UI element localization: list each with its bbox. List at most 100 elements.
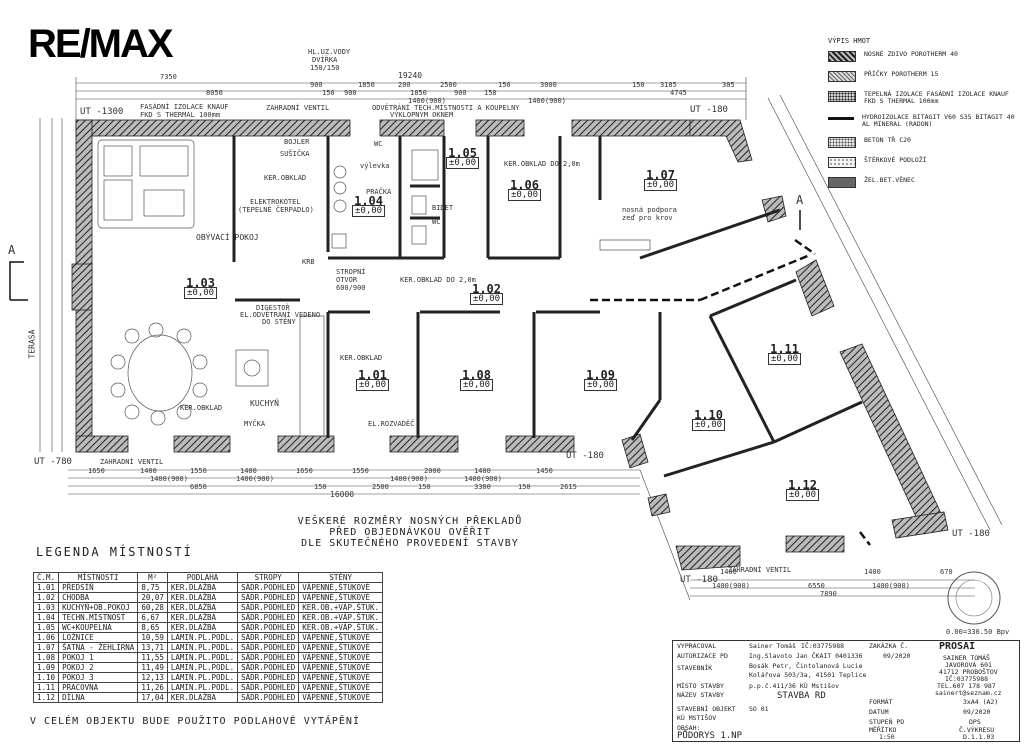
ut-level-6: UT -180 xyxy=(952,529,990,539)
legend-cell: VÁPENNÉ,ŠTUKOVÉ xyxy=(298,672,384,683)
legend-cell: SÁDR.PODHLED xyxy=(237,602,300,613)
room-1-06: 1.06±0,00 xyxy=(508,179,542,201)
dim-rb2-a: 1400(900) xyxy=(712,582,750,590)
legend-cell: 1.01 xyxy=(32,582,60,593)
materials-item: ŠTĚRKOVÉ PODLOŽÍ xyxy=(828,157,1018,168)
legend-cell: 10,59 xyxy=(137,632,168,643)
legend-cell: TECHN.MÍSTNOST xyxy=(58,612,139,623)
legend-cell: 12,13 xyxy=(137,672,168,683)
legend-cell: 8,65 xyxy=(137,622,168,633)
dim-top-j: 305 xyxy=(722,81,735,89)
legend-cell: 17,04 xyxy=(137,692,168,703)
legend-cell: LAMIN.PL.PODL. xyxy=(166,662,239,673)
dim-bot3-c: 2500 xyxy=(372,483,389,491)
legend-cell: KER.DLAŽBA xyxy=(166,582,239,593)
dim-top3-b: 1400(900) xyxy=(528,97,566,105)
dim-rb-a: 1400 xyxy=(720,568,737,576)
tb-misto-label: MÍSTO STAVBY xyxy=(677,682,724,690)
legend-title: LEGENDA MÍSTNOSTÍ xyxy=(36,545,193,559)
room-1-01: 1.01±0,00 xyxy=(356,369,390,391)
material-text: NOSNÉ ZDIVO POROTHERM 40 xyxy=(864,50,958,58)
legend-cell: LAMIN.PL.PODL. xyxy=(166,682,239,693)
legend-cell: POKOJ 3 xyxy=(58,672,139,683)
room-1-08: 1.08±0,00 xyxy=(460,369,494,391)
label-zahradni-bot: ZAHRADNÍ VENTIL xyxy=(100,458,164,466)
label-ker-obklad-2m: KER.OBKLAD DO 2,0m xyxy=(504,160,580,168)
legend-cell: KER.DLAŽBA xyxy=(166,612,239,623)
room-1-10: 1.10±0,00 xyxy=(692,409,726,431)
dim-rb-b: 1400 xyxy=(864,568,881,576)
material-swatch xyxy=(828,137,856,148)
dim-bot2-a: 1400(900) xyxy=(150,475,188,483)
title-block: VYPRACOVAL Sainer Tomáš IČ:03775988 ZAKÁ… xyxy=(672,640,1020,742)
dim-bot-d: 1400 xyxy=(240,467,257,475)
dim-top2-e: 900 xyxy=(454,89,467,97)
section-a-left: A xyxy=(8,243,16,257)
legend-cell: PRACOVNA xyxy=(58,682,139,693)
legend-cell: KER.OB.+VÁP.ŠTUK. xyxy=(298,602,384,613)
label-zahradni-top: ZAHRADNÍ VENTIL xyxy=(266,104,330,112)
legend-cell: PŘEDSÍŇ xyxy=(58,582,139,593)
legend-cell: KER.OB.+VÁP.ŠTUK. xyxy=(298,612,384,623)
legend-cell: KER.DLAŽBA xyxy=(166,692,239,703)
label-kuchyn: KUCHYŇ xyxy=(250,399,279,408)
legend-cell: 60,28 xyxy=(137,602,168,613)
ut-level-3: UT -780 xyxy=(34,457,72,467)
material-swatch xyxy=(828,91,856,102)
dim-top-total: 19240 xyxy=(398,71,423,80)
dim-top-g: 3000 xyxy=(540,81,557,89)
legend-cell: VÁPENNÉ,ŠTUKOVÉ xyxy=(298,682,384,693)
dim-bot-h: 1400 xyxy=(474,467,491,475)
dim-bot-b: 1400 xyxy=(140,467,157,475)
legend-header-5: STĚNY xyxy=(298,572,384,583)
tb-stavebnik: Bosák Petr, Čintolanová Lucie xyxy=(749,662,863,670)
label-stropni: STROPNÍ OTVOR 600/900 xyxy=(336,268,366,292)
label-digestor-2: EL.ODVĚTRÁNÍ VEDENO xyxy=(240,311,321,319)
dim-rb-c: 670 xyxy=(940,568,953,576)
legend-cell: 1.07 xyxy=(32,642,60,653)
legend-cell: 11,49 xyxy=(137,662,168,673)
dim-top-b: 900 xyxy=(310,81,323,89)
label-vylevka: výlevka xyxy=(360,162,390,170)
material-text: BETON TŘ C20 xyxy=(864,136,911,144)
tb-firm-5: IČ:03775988 xyxy=(945,675,989,683)
materials-item: TEPELNÁ IZOLACE FASÁDNÍ IZOLACE KNAUF FK… xyxy=(828,91,1018,105)
label-digestor: DIGESTOŘ xyxy=(256,304,290,312)
legend-cell: POKOJ 1 xyxy=(58,652,139,663)
label-zahradni-rb: ZAHRADNÍ VENTIL xyxy=(728,566,792,574)
ut-level-1: UT -1300 xyxy=(80,107,124,117)
label-fasadni: FASÁDNÍ IZOLACE KNAUF xyxy=(140,103,229,111)
dim-bot-c: 1550 xyxy=(190,467,207,475)
dim-top2-f: 150 xyxy=(484,89,497,97)
tb-cvykresu-label: Č.VÝKRESU xyxy=(959,726,995,734)
label-bidet: BIDET xyxy=(432,204,454,212)
room-1-03: 1.03±0,00 xyxy=(184,277,218,299)
label-susicka: SUŠIČKA xyxy=(280,150,310,158)
legend-header-4: STROPY xyxy=(237,572,300,583)
legend-cell: 1.05 xyxy=(32,622,60,633)
legend-cell: LAMIN.PL.PODL. xyxy=(166,642,239,653)
legend-cell: 13,71 xyxy=(137,642,168,653)
legend-cell: 6,67 xyxy=(137,612,168,623)
label-ker-obklad-101: KER.OBKLAD xyxy=(340,354,383,362)
tb-vypracoval-label: VYPRACOVAL xyxy=(677,642,717,650)
legend-cell: 1.09 xyxy=(32,662,60,673)
legend-cell: 1.03 xyxy=(32,602,60,613)
material-swatch xyxy=(828,71,856,82)
label-mycka: MYČKA xyxy=(244,420,266,428)
tb-meritko-label: MĚŘÍTKO xyxy=(869,726,897,734)
dim-bot2-d: 1400(900) xyxy=(464,475,502,483)
material-text: PŘÍČKY POROTHERM 15 xyxy=(864,70,939,78)
tb-stavebnik-label: STAVEBNÍK xyxy=(677,664,713,672)
tb-firm-7: sainert@seznam.cz xyxy=(935,689,1002,697)
dim-bot-total: 16000 xyxy=(330,490,355,499)
label-dvirka: DVÍŘKA xyxy=(312,56,338,64)
